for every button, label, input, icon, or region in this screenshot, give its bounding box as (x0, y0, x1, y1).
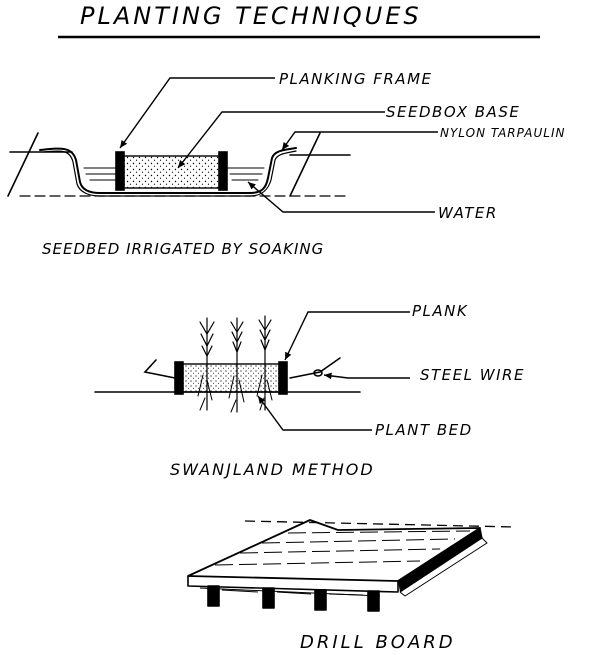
swanjland-figure (94, 315, 361, 413)
label-plant-bed: PLANT BED (375, 421, 473, 439)
label-water: WATER (438, 204, 498, 222)
caption-swanjland: SWANJLAND METHOD (170, 460, 375, 479)
label-steel-wire: STEEL WIRE (420, 366, 525, 384)
drill-board-figure (187, 519, 516, 612)
swanjland-leaders (257, 311, 410, 431)
label-plank: PLANK (412, 302, 469, 320)
caption-drill-board: DRILL BOARD (300, 632, 456, 653)
page-title: PLANTING TECHNIQUES (80, 2, 422, 30)
label-nylon-tarpaulin: NYLON TARPAULIN (440, 126, 566, 140)
seedbed-figure (7, 132, 351, 197)
caption-seedbed: SEEDBED IRRIGATED BY SOAKING (42, 240, 325, 258)
label-planking-frame: PLANKING FRAME (279, 70, 433, 88)
label-seedbox-base: SEEDBOX BASE (386, 103, 521, 121)
seedbed-leaders (119, 77, 438, 213)
